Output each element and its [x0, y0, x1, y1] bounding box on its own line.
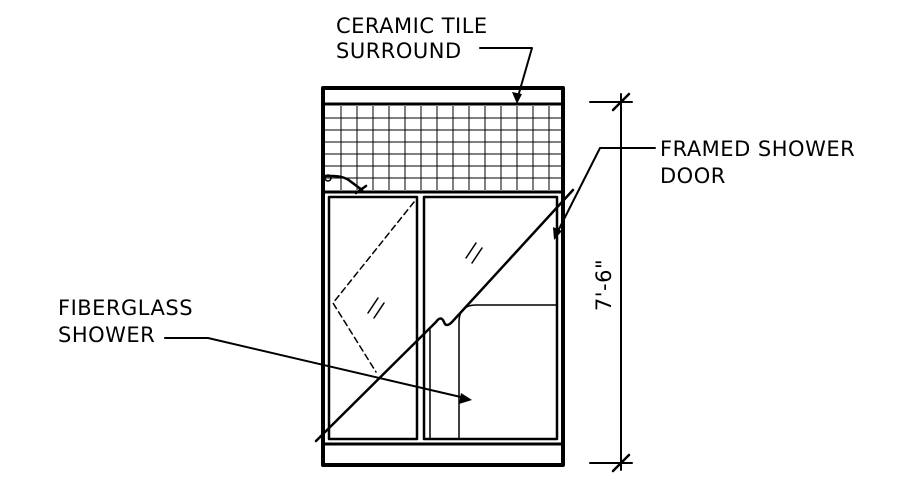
glass-mark-left-2 — [373, 302, 385, 319]
glass-mark-right-2 — [471, 247, 483, 264]
section-break-line — [314, 188, 575, 443]
label-tile-line2: SURROUND — [336, 39, 462, 63]
label-door-line1: FRAMED SHOWER — [660, 137, 855, 161]
shower-head-nozzle — [354, 184, 368, 195]
dimension-tick-top — [611, 92, 631, 112]
glass-mark-right-1 — [465, 242, 477, 259]
leader-shower-door — [555, 147, 656, 236]
leader-door-arrowhead — [553, 227, 562, 240]
left-door-panel — [327, 195, 419, 441]
dimension-text: 7'-6" — [592, 259, 616, 311]
right-door-panel — [422, 195, 559, 441]
shower-outer-frame — [321, 86, 565, 467]
shower-head-icon — [323, 174, 364, 192]
label-shower-line1: FIBERGLASS — [58, 296, 193, 320]
leader-fiberglass-arrowhead — [459, 393, 472, 404]
label-tile-line1: CERAMIC TILE — [336, 14, 488, 38]
door-swing-dashed-line — [332, 201, 415, 373]
shower-head-valve — [324, 174, 332, 182]
leader-fiberglass-shower — [164, 337, 466, 399]
leader-tile-surround — [479, 47, 533, 101]
dimension-tick-bottom — [611, 453, 631, 473]
ceramic-tile-grid — [325, 106, 561, 190]
glass-mark-left-1 — [367, 297, 379, 314]
label-door-line2: DOOR — [660, 164, 726, 188]
shower-seat-outline — [458, 304, 558, 440]
label-shower-line2: SHOWER — [58, 323, 155, 347]
leader-tile-arrowhead — [512, 92, 522, 104]
